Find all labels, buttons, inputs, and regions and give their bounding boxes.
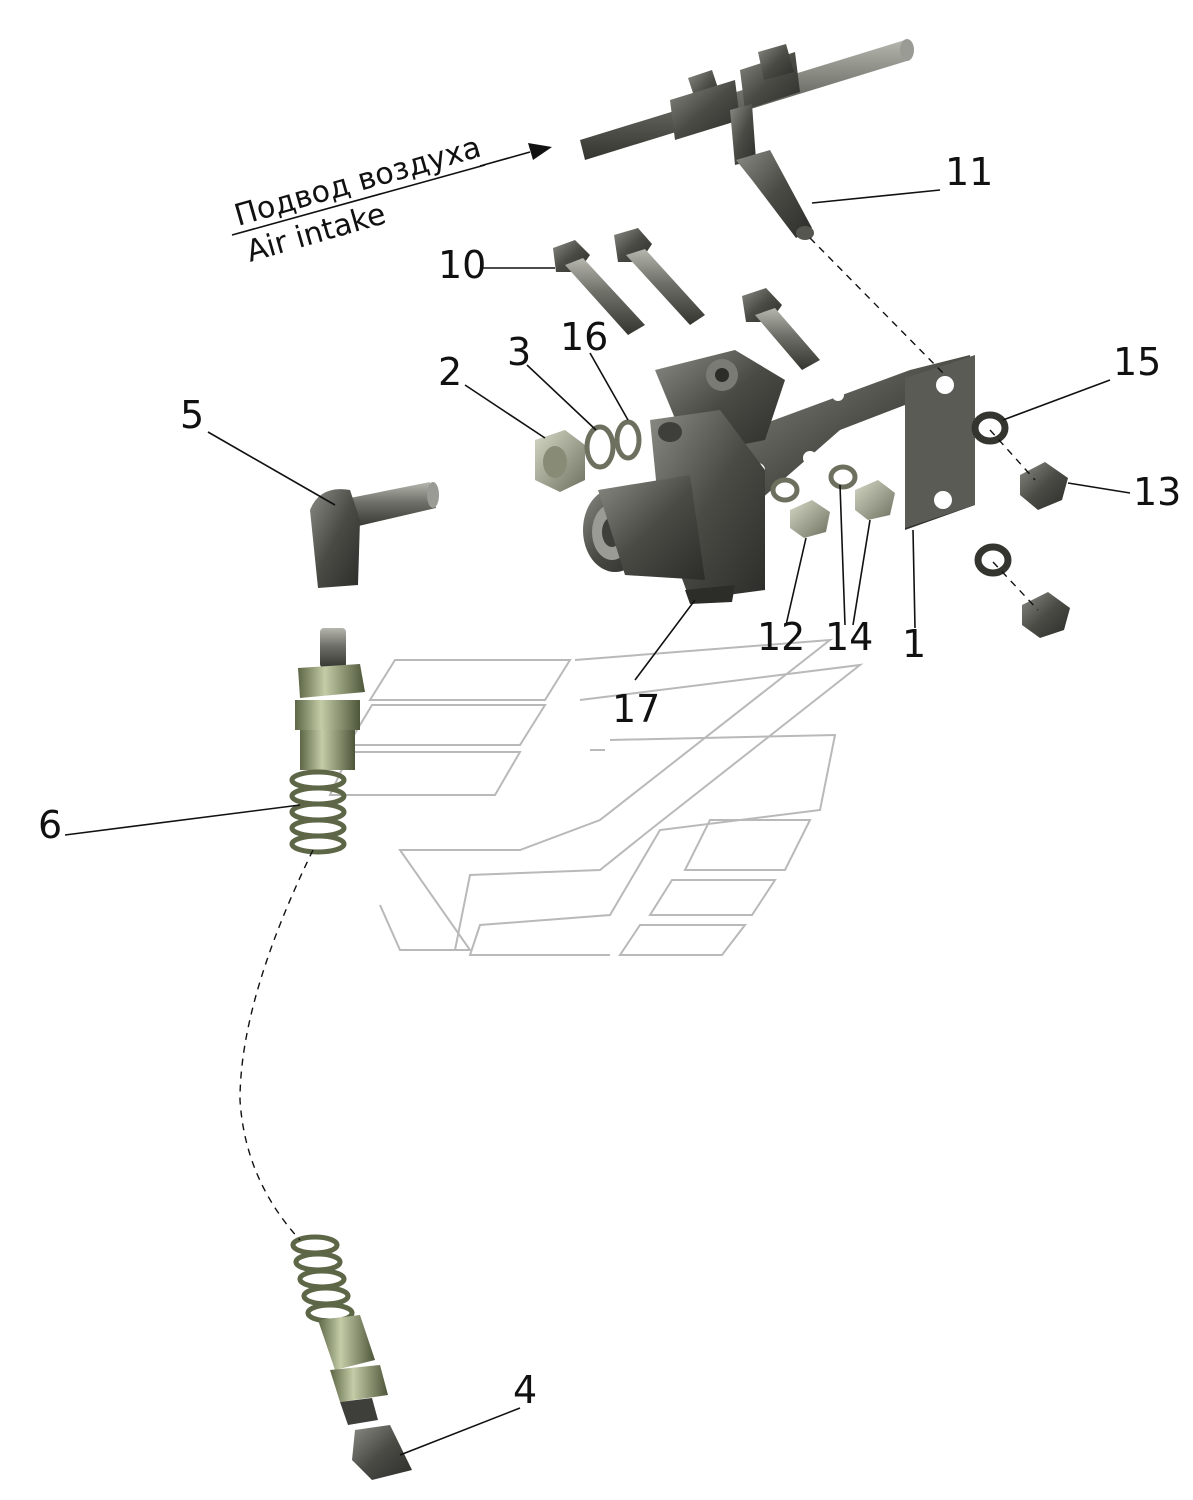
- callout-16: 16: [560, 315, 608, 359]
- callout-1: 1: [902, 622, 926, 666]
- callout-2: 2: [438, 350, 462, 394]
- callout-12: 12: [757, 615, 805, 659]
- bracket-fasteners: [770, 411, 1070, 638]
- valve-body: [583, 350, 785, 604]
- hose-end-lower: [290, 1234, 412, 1480]
- watermark-logo: [328, 638, 864, 956]
- callout-3: 3: [507, 330, 531, 374]
- tee-pipe-fitting: [580, 39, 914, 240]
- callout-15: 15: [1113, 340, 1161, 384]
- callout-6: 6: [38, 803, 62, 847]
- callout-11: 11: [945, 150, 993, 194]
- callout-labels: 1 2 3 4 5 6 10 11 12 13 14 15 16 17: [38, 150, 1181, 1412]
- callout-10: 10: [438, 243, 486, 287]
- hose-end-upper: [289, 628, 365, 855]
- callout-4: 4: [513, 1368, 537, 1412]
- elbow-fitting: [310, 482, 439, 588]
- assembly-dashed-lines: [239, 237, 1039, 1241]
- air-intake-annotation: Подвод воздуха Air intake: [231, 130, 552, 270]
- callout-17: 17: [612, 687, 660, 731]
- callout-13: 13: [1133, 470, 1181, 514]
- callout-14: 14: [825, 615, 873, 659]
- callout-5: 5: [180, 393, 204, 437]
- nut-and-washers: [535, 419, 642, 492]
- bolts: [553, 228, 820, 370]
- leader-lines: [64, 189, 1131, 1456]
